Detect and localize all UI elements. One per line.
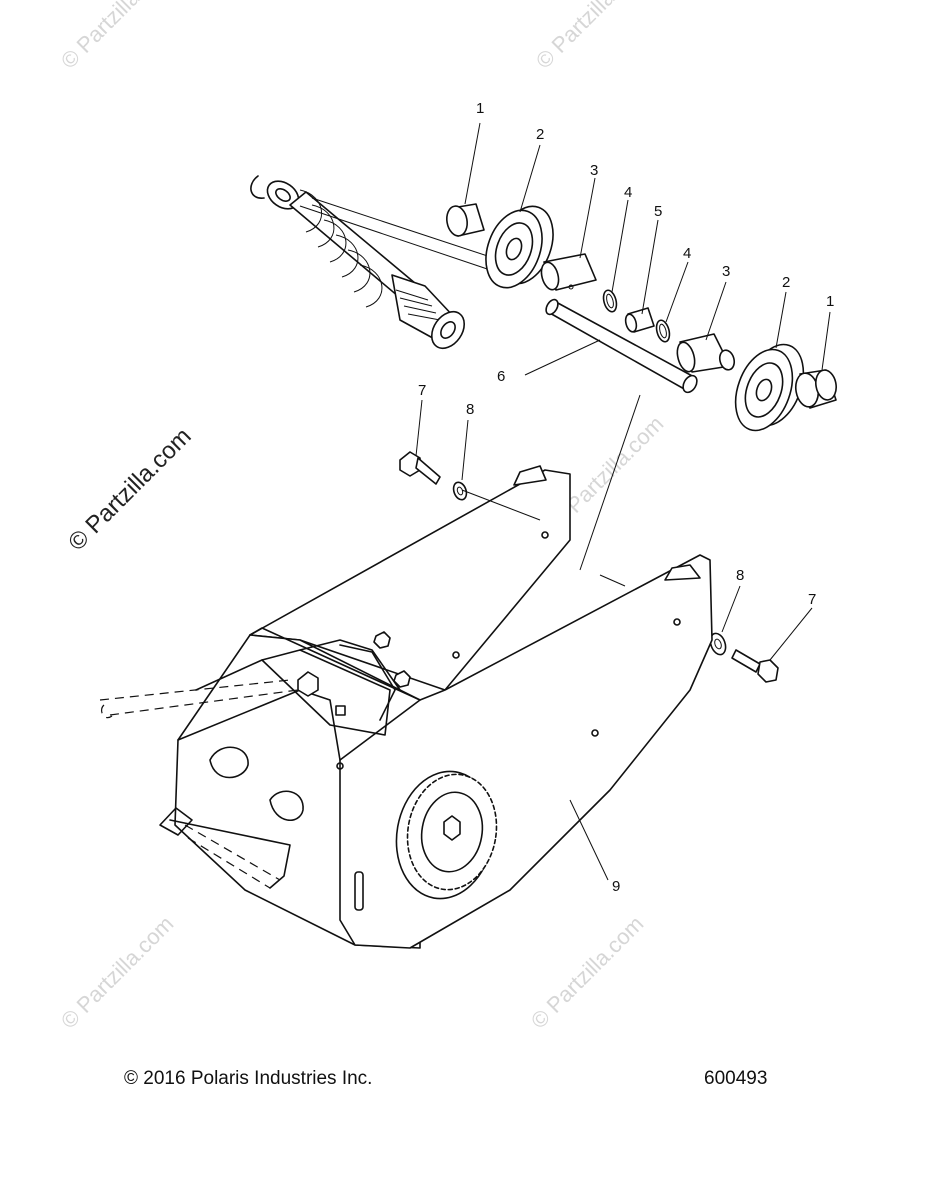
watermark-top-left: © Partzilla.com [56,0,179,74]
drive-sprocket [395,770,498,900]
callout-4-right: 4 [683,245,691,262]
callout-9: 9 [612,878,620,895]
watermark-bottom-left: © Partzilla.com [56,911,179,1034]
callout-7-left: 7 [418,382,426,399]
watermark-bottom-center: © Partzilla.com [526,911,649,1034]
spacer-right [676,333,736,373]
callout-2-right: 2 [782,274,790,291]
callout-1-right: 1 [826,293,834,310]
watermark-top-center: © Partzilla.com [531,0,654,74]
spacer-left [540,253,597,291]
leader-lines [415,122,831,881]
ring-right [655,319,671,343]
bolt-left [399,451,441,485]
callout-1-left: 1 [476,100,484,117]
callout-2-left: 2 [536,126,544,143]
bolt-right [731,649,779,683]
callout-6: 6 [497,368,505,385]
callout-8-right: 8 [736,567,744,584]
callout-numbers: 1 2 3 4 5 4 3 2 1 6 7 8 8 7 9 [418,100,834,895]
bushing-left [446,203,485,237]
washer-right [709,632,727,656]
callout-3-left: 3 [590,162,598,179]
ring-left [602,289,618,313]
callout-7-right: 7 [808,591,816,608]
callout-5: 5 [654,203,662,220]
bearing-center [624,307,655,333]
axle-shaft [545,298,698,394]
phantom-drive-shaft [99,679,299,889]
diagram-number: 600493 [704,1068,768,1089]
callout-8-left: 8 [466,401,474,418]
washer-left [452,481,468,501]
callout-3-right: 3 [722,263,730,280]
bushing-right [794,369,837,409]
idler-wheel-right [734,343,805,432]
idler-wheel-left [485,205,554,289]
shock-absorber [250,175,531,350]
watermark-side: © Partzilla.com [63,423,196,556]
callout-4-left: 4 [624,184,632,201]
copyright-text: © 2016 Polaris Industries Inc. [124,1068,373,1089]
